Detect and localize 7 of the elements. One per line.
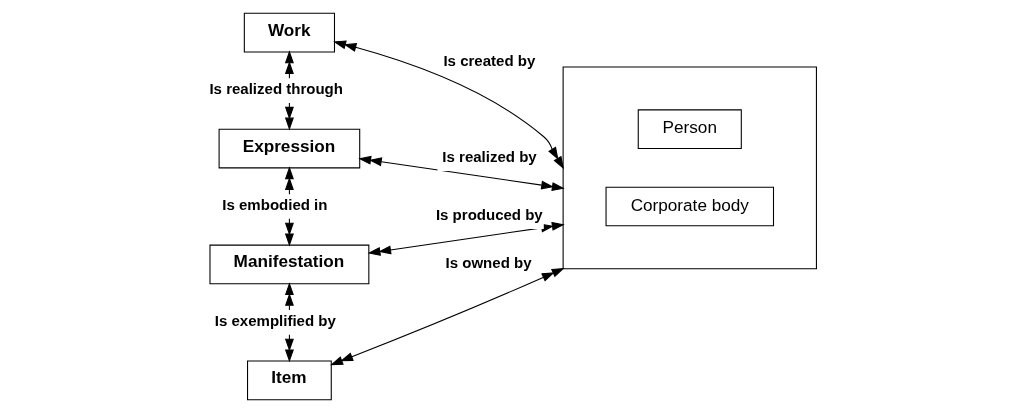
edge-label: Is realized by	[441, 147, 537, 165]
edge-label: Is owned by	[445, 253, 532, 271]
edge-label: Is realized through	[208, 79, 343, 97]
edge-label: Is embodied in	[221, 195, 327, 213]
edge-label: Is created by	[442, 51, 535, 69]
edge-label: Is produced by	[435, 205, 543, 223]
edge-label: Is exemplified by	[214, 311, 336, 329]
